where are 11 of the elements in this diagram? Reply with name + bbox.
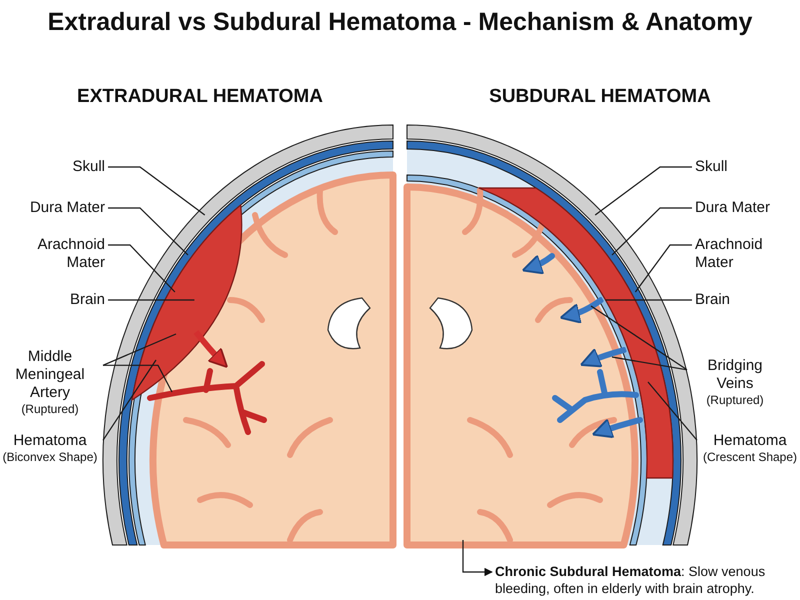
part-note: (Crescent Shape) [702,450,798,465]
panel-heading: EXTRADURAL HEMATOMA [76,86,324,108]
part-label: Hematoma [712,432,788,450]
part-label: Middle Meningeal Artery [14,348,86,402]
part-label: Hematoma [12,432,88,450]
diagram-title: Extradural vs Subdural Hematoma - Mechanism & Anatomy [46,8,754,37]
part-note: (Ruptured) [20,402,80,417]
part-note: (Biconvex Shape) [2,450,98,465]
part-label: Bridging Veins [706,357,764,393]
panel-heading: SUBDURAL HEMATOMA [488,86,712,108]
part-note: (Ruptured) [705,393,765,408]
